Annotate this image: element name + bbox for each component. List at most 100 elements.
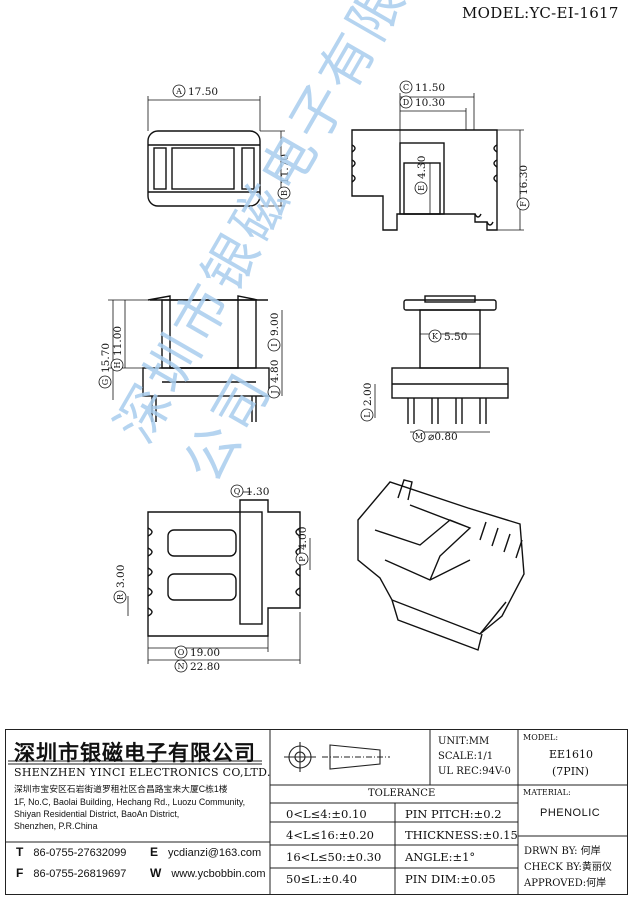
- dimension-value: 2.00: [362, 383, 374, 406]
- dimension-marker: [428, 329, 442, 343]
- dimension-o: O 19.00: [174, 645, 220, 659]
- tolerance-right-4: PIN DIM:±0.05: [405, 872, 496, 886]
- dimension-c: C 11.50: [399, 80, 445, 94]
- dimension-r: R 3.00: [113, 565, 127, 604]
- dimension-h: H 11.00: [110, 326, 124, 372]
- dimension-marker: [295, 552, 309, 566]
- dimension-value: 11.00: [112, 326, 124, 356]
- dimension-letter: N: [178, 662, 185, 671]
- dimension-value: 10.30: [415, 97, 445, 109]
- title-block: [5, 729, 628, 895]
- dimension-letter: M: [415, 432, 423, 441]
- dimension-l: L 2.00: [360, 383, 374, 422]
- bottom-view-body: [147, 499, 301, 637]
- dimension-letter: G: [101, 379, 110, 385]
- drawn-by: DRWN BY: 何岸: [524, 846, 601, 857]
- dimension-j: J4.80: [267, 360, 281, 399]
- dimension-marker: [399, 95, 413, 109]
- dimension-value: 22.80: [190, 661, 220, 673]
- address-cn: 深圳市宝安区石岩街道罗租社区合昌路宝来大厦C栋1楼: [14, 784, 228, 794]
- address-en-2: Shiyan Residential District, BaoAn Distr…: [14, 809, 180, 819]
- dimension-marker: [399, 80, 413, 94]
- dimension-n: N 22.80: [174, 659, 220, 673]
- tolerance-right-1: PIN PITCH:±0.2: [405, 807, 502, 821]
- dimension-letter: D: [403, 98, 409, 107]
- dimension-letter: Q: [234, 487, 241, 496]
- approved-by: APPROVED:何岸: [524, 878, 607, 889]
- dimension-marker: [267, 338, 281, 352]
- material-value: PHENOLIC: [540, 807, 601, 819]
- tolerance-right-2: THICKNESS:±0.15: [405, 828, 518, 842]
- tolerance-row-2: 4<L≤16:±0.20: [286, 828, 374, 842]
- dimension-marker: [98, 375, 112, 389]
- address-en-1: 1F, No.C, Baolai Building, Hechang Rd., …: [14, 797, 246, 807]
- address-en-3: Shenzhen, P.R.China: [14, 821, 98, 831]
- dimension-marker: [360, 408, 374, 422]
- dimension-marker: [110, 358, 124, 372]
- model-box-pins: (7PIN): [552, 765, 589, 778]
- dimension-value: 16.30: [518, 165, 530, 195]
- dimension-letter: L: [363, 412, 372, 418]
- dimension-e: E4.30: [414, 156, 428, 195]
- tolerance-row-1: 0<L≤4:±0.10: [286, 807, 367, 821]
- dimension-f: F 16.30: [516, 165, 530, 211]
- dimension-value: 3.00: [115, 565, 127, 588]
- dimension-letter: O: [178, 648, 185, 657]
- model-box-label: MODEL:: [523, 733, 559, 742]
- dimension-lines: [108, 93, 524, 664]
- dimension-letter: P: [298, 556, 307, 562]
- dimension-value: 19.00: [190, 647, 220, 659]
- company-name-cn: 深圳市银磁电子有限公司: [14, 741, 256, 765]
- tolerance-row-4: 50≤L:±0.40: [286, 872, 358, 886]
- dimension-marker: [414, 181, 428, 195]
- dimension-letter: C: [403, 83, 409, 92]
- dimension-value: 11.50: [415, 82, 445, 94]
- dimension-value: 11.70: [279, 154, 291, 184]
- dimension-marker: [174, 659, 188, 673]
- iso-view-body: [357, 481, 525, 635]
- dimension-value: 4.80: [269, 360, 281, 383]
- check-by: CHECK BY:黄丽仪: [524, 862, 612, 873]
- dimension-q: Q 1.30: [230, 484, 269, 498]
- material-label: MATERIAL:: [523, 788, 571, 797]
- dimension-marker: [277, 186, 291, 200]
- dimension-letter: F: [519, 201, 528, 207]
- dimension-letter: K: [432, 332, 439, 341]
- tolerance-right-3: ANGLE:±1°: [405, 850, 476, 864]
- dimension-letter: H: [113, 361, 122, 368]
- dimension-marker: [230, 484, 244, 498]
- model-title: MODEL:YC-EI-1617: [462, 4, 619, 22]
- dimension-b: B 11.70: [277, 154, 291, 200]
- dimension-d: D 10.30: [399, 95, 445, 109]
- view-outlines: [142, 129, 525, 651]
- dimension-value: 4.00: [297, 527, 309, 550]
- ul-rec-text: UL REC:94V-0: [438, 766, 511, 777]
- scale-text: SCALE:1/1: [438, 751, 494, 762]
- dimension-value: 17.50: [188, 86, 218, 98]
- dimension-marker: [516, 197, 530, 211]
- dimension-letter: A: [175, 87, 182, 96]
- dimension-p: P 4.00: [295, 527, 309, 566]
- dimension-m: M ⌀0.80: [412, 429, 458, 443]
- dimension-letter: B: [280, 190, 289, 196]
- dimension-letter: E: [417, 185, 426, 191]
- dimension-value: ⌀0.80: [428, 431, 458, 443]
- dimension-marker: [412, 429, 426, 443]
- dimension-value: 15.70: [100, 343, 112, 373]
- tolerance-row-3: 16<L≤50:±0.30: [286, 850, 382, 864]
- unit-text: UNIT:MM: [438, 736, 490, 747]
- dimension-a: A 17.50: [172, 84, 218, 98]
- top-view-body: [147, 130, 261, 207]
- dimension-value: 1.30: [246, 486, 269, 498]
- dimension-letter: R: [116, 593, 125, 600]
- dimension-marker: [174, 645, 188, 659]
- dimension-i: I9.00: [267, 313, 281, 352]
- dimension-marker: [113, 590, 127, 604]
